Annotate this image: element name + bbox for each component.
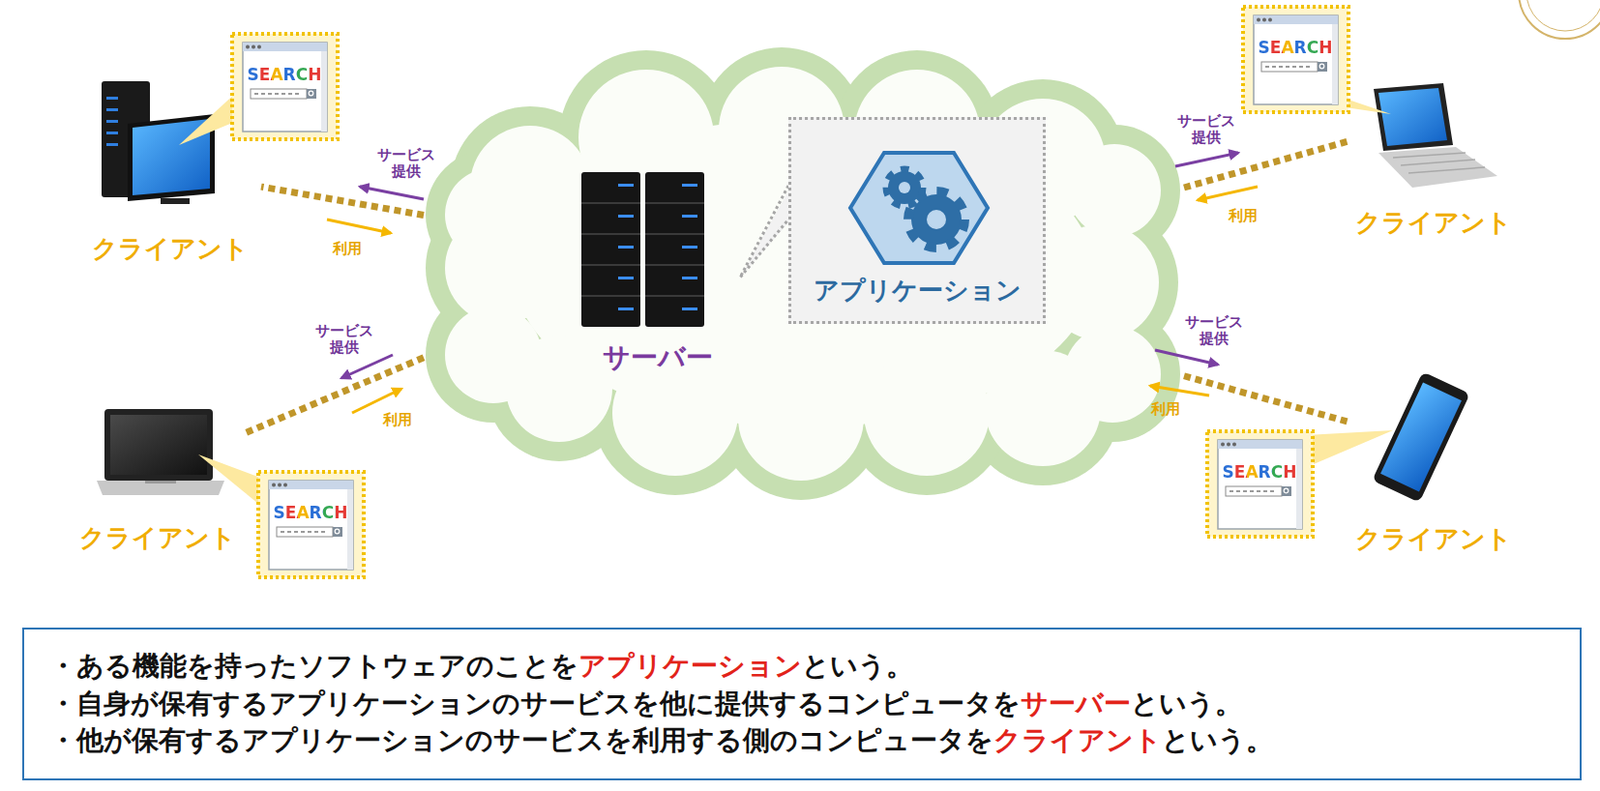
server-cloud: サーバー アプリケーション <box>423 40 1185 501</box>
client-label: クライアント <box>1348 207 1519 240</box>
client-node: クライアント <box>1348 372 1519 557</box>
application-label: アプリケーション <box>813 274 1022 307</box>
service-label: サービス 提供 <box>311 323 379 357</box>
search-title: SEARCH <box>1258 38 1334 58</box>
search-title: SEARCH <box>1222 463 1298 482</box>
note-text: という。 <box>1130 687 1243 720</box>
use-label: 利用 <box>1151 401 1181 418</box>
label-group: クライアント <box>1348 207 1519 240</box>
note-text: ・自身が保有するアプリケーションのサービスを他に提供するコンピュータを <box>49 687 1021 720</box>
client-node: クライアント <box>69 404 246 556</box>
note-text: ・ある機能を持ったソフトウェアのことを <box>49 650 579 682</box>
note-box: ・ある機能を持ったソフトウェアのことをアプリケーションという。・自身が保有するア… <box>22 627 1582 781</box>
connector <box>245 357 424 434</box>
connector <box>1184 376 1349 423</box>
note-text: という。 <box>1161 724 1274 757</box>
note-text: クライアント <box>993 724 1162 757</box>
note-line: ・ある機能を持ったソフトウェアのことをアプリケーションという。 <box>49 648 1555 686</box>
label-group: クライアント <box>1348 523 1519 557</box>
client-node: クライアント <box>1348 83 1519 240</box>
use-label: 利用 <box>383 412 413 429</box>
note-line: ・自身が保有するアプリケーションのサービスを他に提供するコンピュータをサーバーと… <box>49 685 1555 724</box>
connector <box>261 186 424 215</box>
note-line: ・他が保有するアプリケーションのサービスを利用する側のコンピュータをクライアント… <box>49 722 1555 761</box>
connector <box>1184 141 1349 188</box>
label-group: クライアント <box>69 522 246 556</box>
use-label: 利用 <box>1228 207 1258 225</box>
client-label: クライアント <box>69 522 246 556</box>
note-text: ・他が保有するアプリケーションのサービスを利用する側のコンピュータを <box>49 724 994 757</box>
client-node: クライアント <box>79 77 262 267</box>
service-label: サービス 提供 <box>373 147 441 181</box>
search-title: SEARCH <box>273 503 349 523</box>
service-label: サービス 提供 <box>1173 113 1241 148</box>
client-label: クライアント <box>79 233 262 267</box>
use-label: 利用 <box>332 240 362 258</box>
server-label: サーバー <box>602 340 713 376</box>
note-text: サーバー <box>1020 687 1131 720</box>
note-text: アプリケーション <box>578 650 802 682</box>
note-text: という。 <box>801 650 914 682</box>
label-group: クライアント <box>79 233 262 267</box>
client-label: クライアント <box>1348 523 1519 557</box>
label-group: サーバー <box>602 340 713 376</box>
search-title: SEARCH <box>247 65 323 85</box>
service-label: サービス 提供 <box>1181 314 1248 349</box>
application-callout: アプリケーション <box>788 117 1046 325</box>
